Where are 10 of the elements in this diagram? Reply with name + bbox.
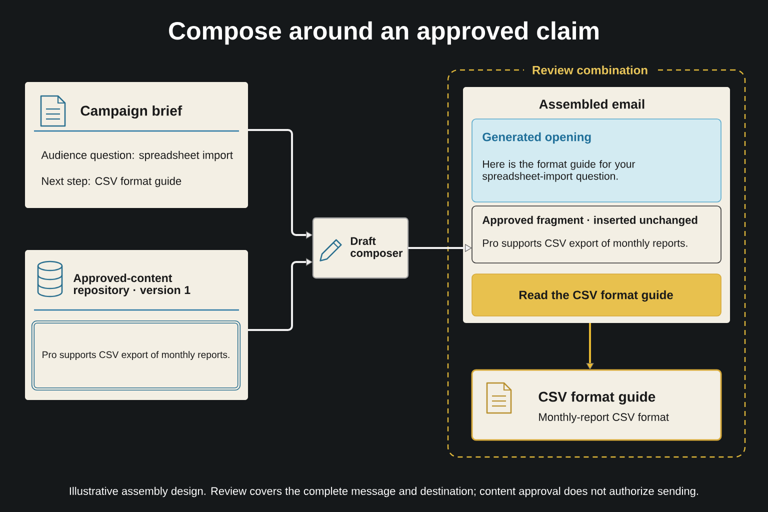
process-box: Draft composer xyxy=(312,217,409,279)
caption: Illustrative assembly design. Review covers the complete message and destination; content approval does not authorize sending. xyxy=(70,486,698,498)
card: Campaign brief Audience question: spreadsheet import Next step: CSV format guide xyxy=(25,82,248,208)
arrow xyxy=(248,258,313,331)
fragment-box: Pro supports CSV export of monthly reports. xyxy=(31,320,241,391)
call-to-action-button: Read the CSV format guide xyxy=(472,274,722,316)
guide-card: CSV format guide Monthly-report CSV format xyxy=(471,369,722,441)
fragment-box: Approved fragment · inserted unchanged Pro supports CSV export of monthly reports. xyxy=(472,206,722,264)
title: Compose around an approved claim xyxy=(169,21,598,45)
generated-box: Generated opening Here is the format guide for your spreadsheet-import question. xyxy=(472,118,722,202)
